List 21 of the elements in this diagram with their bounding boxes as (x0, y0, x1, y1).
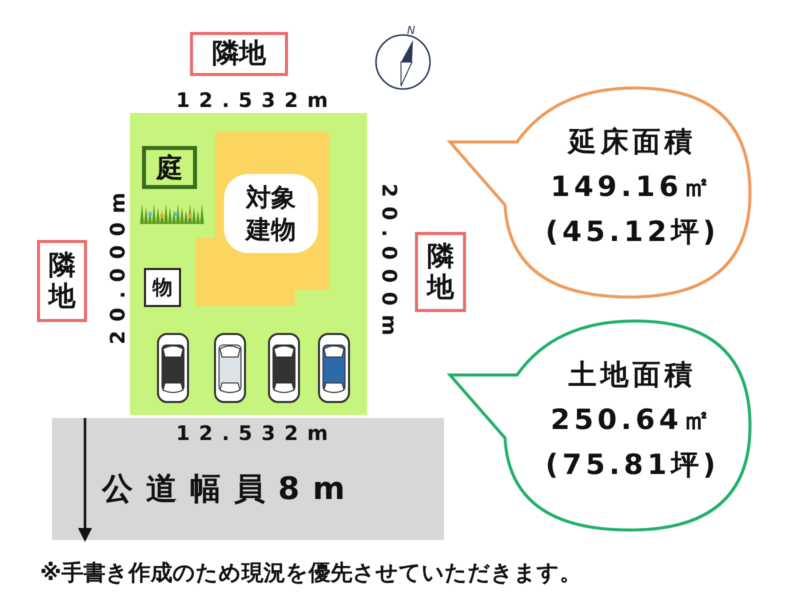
dimension-label: 12.532m (176, 421, 338, 445)
bubble-text: 250.64㎡ (549, 402, 716, 438)
dimension-label: 20.000m (106, 183, 130, 345)
footnote-text: ※手書き作成のため現況を優先させていただきます。 (40, 560, 582, 588)
neighbor-lot-box: 隣地 (190, 32, 288, 76)
shed-box: 物 (144, 268, 181, 307)
neighbor-lot-box: 隣地 (37, 240, 87, 322)
bubble-text: (45.12坪) (544, 214, 721, 250)
dimension-label: 20.000m (378, 183, 402, 345)
road-label: 公道幅員8m (102, 470, 358, 509)
bubble-text: 延床面積 (566, 124, 698, 160)
neighbor-lot-box: 隣地 (415, 232, 466, 312)
road-band (52, 418, 444, 540)
bubble-text: 149.16㎡ (549, 169, 716, 205)
bubble-text: 土地面積 (568, 357, 698, 393)
bubble-text: (75.81坪) (544, 447, 721, 483)
building-label: 対象建物 (224, 174, 318, 253)
dimension-label: 12.532m (176, 88, 338, 112)
compass-letter: N (407, 24, 416, 37)
lot-area (130, 113, 367, 415)
garden-sign: 庭 (142, 146, 197, 189)
